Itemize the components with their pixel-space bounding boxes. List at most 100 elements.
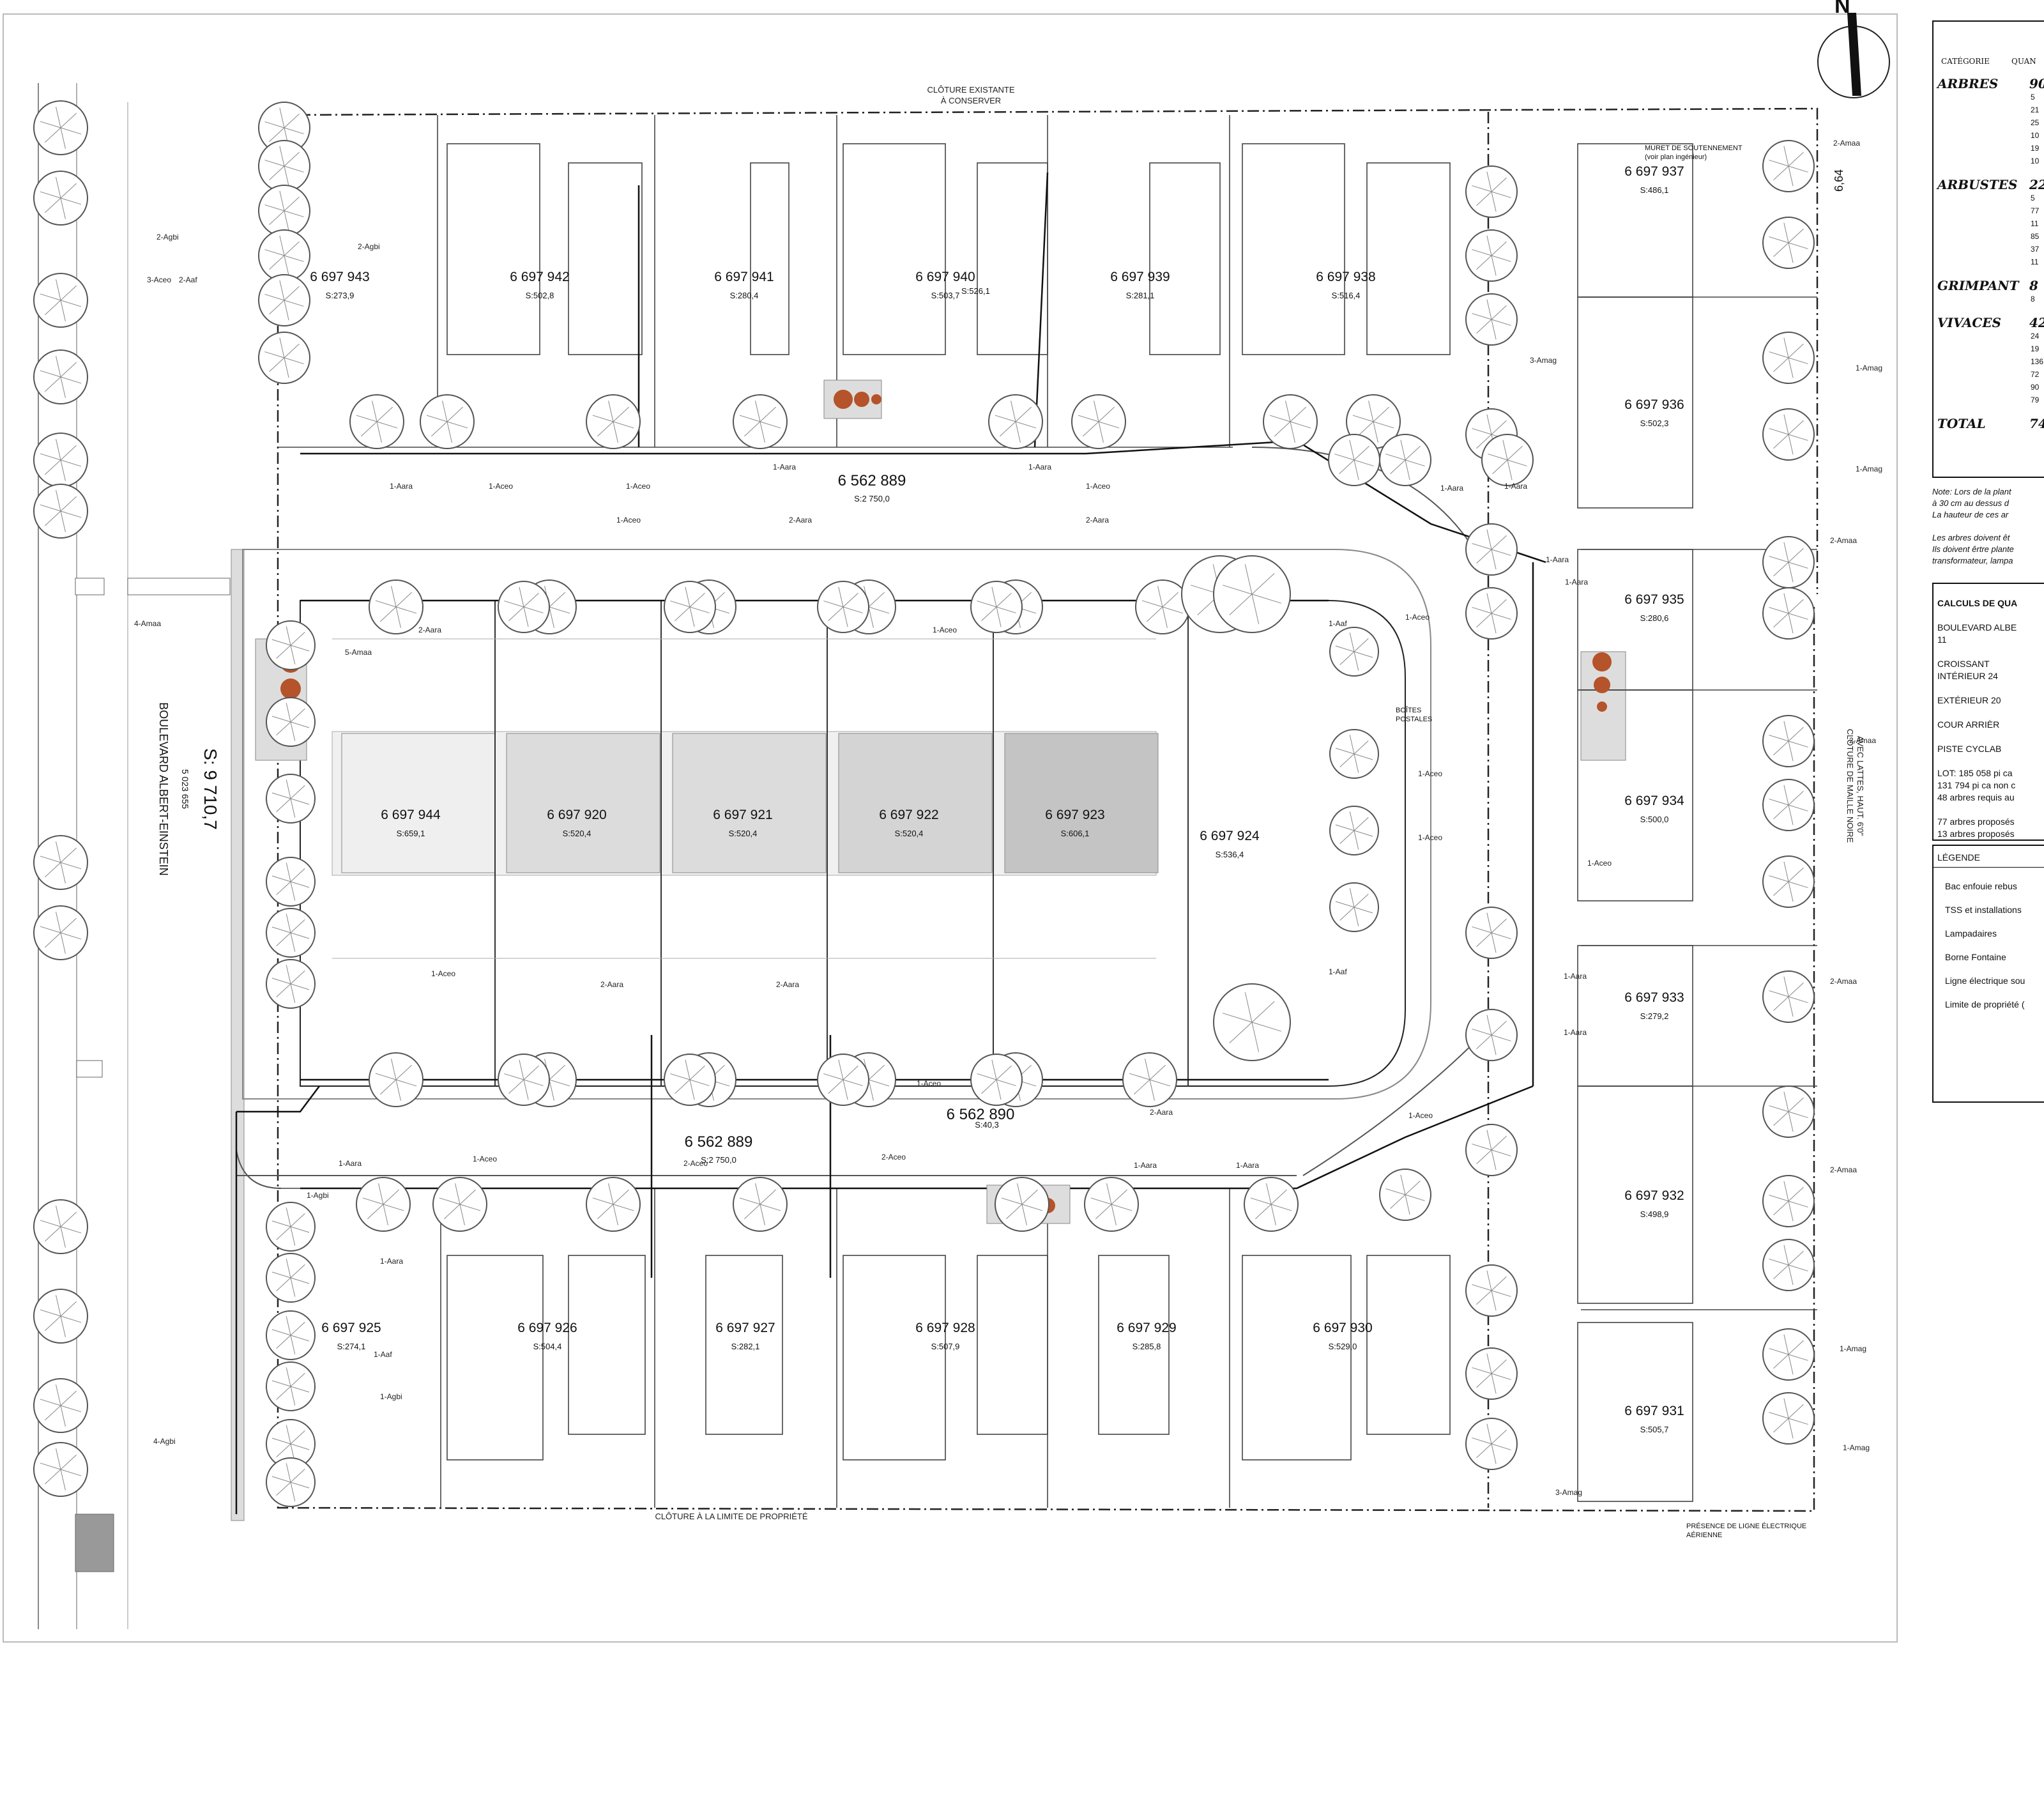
category-quantity: 72	[2031, 370, 2040, 379]
category-quantity: 79	[2031, 395, 2040, 404]
bottom-lot-outlines	[278, 1188, 1451, 1508]
tree-symbol	[586, 394, 641, 449]
planting-label: 2-Aara	[1150, 1108, 1173, 1117]
tree-symbol	[1762, 1392, 1815, 1445]
planting-label: 2-Aceo	[683, 1159, 708, 1168]
tree-symbol	[1465, 1418, 1518, 1470]
boulevard-area-group: S: 9 710,7	[201, 748, 220, 830]
tree-symbol	[586, 1177, 641, 1232]
legend-item: Limite de propriété (	[1945, 999, 2025, 1009]
tree-symbol	[1329, 806, 1379, 855]
planting-label: 3-Amag	[1555, 1488, 1582, 1497]
planting-label: 1-Aaf	[1329, 619, 1347, 628]
lot-area: S:505,7	[1640, 1425, 1669, 1434]
planting-label: 1-Aara	[390, 482, 413, 491]
tree-symbol	[356, 1177, 411, 1232]
tree-symbol	[1465, 165, 1518, 218]
lot-number: 6 697 943	[310, 270, 369, 284]
planting-note-line: La hauteur de ces ar	[1932, 510, 2009, 519]
tree-symbol	[733, 1177, 788, 1232]
tree-symbol	[664, 1054, 716, 1106]
lot-number: 6 697 928	[915, 1321, 975, 1335]
calc-row: LOT: 185 058 pi ca	[1937, 768, 2013, 778]
planting-note-line: transformateur, lampa	[1932, 556, 2013, 565]
category-quantity: 8	[2031, 295, 2035, 303]
tree-symbol	[1762, 587, 1815, 640]
tree-symbol	[1213, 555, 1291, 633]
planting-label: 1-Aara	[1546, 555, 1569, 564]
wall-note-1: MURET DE SOUTENNEMENT	[1645, 144, 1743, 152]
tree-symbol	[1762, 536, 1815, 588]
lot-number: 6 697 922	[879, 808, 938, 822]
powerline-note-2: AÉRIENNE	[1686, 1531, 1722, 1539]
lot-number: 6 697 944	[381, 808, 441, 822]
fence-note-right-2: AVEC LATTES, HAUT. 6'0"	[1856, 736, 1865, 836]
planting-label: 1-Agbi	[307, 1191, 329, 1200]
tree-symbol	[970, 1054, 1023, 1106]
planting-label: 2-Amaa	[1833, 139, 1860, 148]
tree-symbol	[1762, 1085, 1815, 1138]
trees	[33, 100, 1815, 1507]
tree-symbol	[432, 1177, 487, 1232]
category-quantity: 90	[2031, 383, 2040, 392]
road-labels: 6 562 889 S:2 750,0 6 562 889 S:2 750,0 …	[685, 169, 1845, 1165]
planting-label: 1-Amag	[1856, 364, 1882, 372]
lot-number: 6 697 924	[1200, 829, 1260, 843]
tree-symbol	[1465, 1264, 1518, 1317]
fence-note-right-1: CLÔTURE DE MAILLE NOIRE	[1845, 729, 1855, 843]
road-area: S:40,3	[975, 1120, 999, 1130]
category-quantity: 11	[2031, 257, 2039, 266]
extra-area-label: S:526,1	[961, 286, 990, 296]
category-name: GRIMPANT	[1937, 278, 2019, 293]
boulevard-lot: 5 023 655	[180, 769, 190, 809]
planting-label: 1-Aara	[1504, 482, 1527, 491]
lot-area: S:498,9	[1640, 1209, 1669, 1219]
tree-symbol	[1465, 1009, 1518, 1061]
tree-symbol	[33, 835, 88, 890]
planting-note-line: à 30 cm au dessus d	[1932, 498, 2009, 508]
category-quantity: 85	[2031, 232, 2040, 241]
planting-label: 1-Aara	[339, 1159, 362, 1168]
calc-row: CROISSANT	[1937, 659, 1990, 669]
planting-label: 1-Aara	[1565, 578, 1588, 586]
planting-label: 2-Amaa	[1849, 736, 1876, 745]
planting-label: 1-Aceo	[431, 969, 455, 978]
lot-number: 6 697 941	[714, 270, 774, 284]
lot-area: S:507,9	[931, 1342, 960, 1351]
tree-symbol	[1379, 434, 1431, 486]
tree-symbol	[1481, 434, 1534, 486]
planting-label: 5-Amaa	[345, 648, 372, 657]
tree-symbol	[420, 394, 475, 449]
tree-symbol	[1071, 394, 1126, 449]
lot-number: 6 697 935	[1624, 592, 1684, 607]
lot-area: S:659,1	[397, 829, 425, 838]
planting-label: 2-Aara	[1086, 516, 1109, 525]
planting-label: 1-Aara	[380, 1257, 403, 1266]
table-header-quantity: QUAN	[2011, 57, 2036, 66]
tree-symbol	[1329, 882, 1379, 932]
fence-notes: CLÔTURE EXISTANTE À CONSERVER CLÔTURE À …	[655, 85, 1865, 1539]
planting-label: 1-Aara	[1564, 1028, 1587, 1037]
tree-symbol	[33, 100, 88, 155]
lot-number: 6 697 942	[510, 270, 569, 284]
lot-number: 6 697 934	[1624, 793, 1684, 808]
tree-symbol	[1465, 1124, 1518, 1176]
tree-symbol	[970, 581, 1023, 633]
planting-label: 1-Aceo	[489, 482, 513, 491]
planting-label: 2-Aara	[789, 516, 812, 525]
lot-area: S:273,9	[326, 291, 355, 300]
fence-note-top-1: CLÔTURE EXISTANTE	[927, 85, 1014, 95]
tree-symbol	[266, 959, 316, 1009]
lot-area: S:285,8	[1133, 1342, 1161, 1351]
lot-number: 6 697 926	[517, 1321, 577, 1335]
fence-note-bottom: CLÔTURE À LA LIMITE DE PROPRIÉTÉ	[655, 1512, 807, 1521]
calc-row: 11	[1937, 634, 1947, 645]
planting-label: 1-Aceo	[616, 516, 641, 525]
planting-label: 1-Aara	[1440, 484, 1463, 493]
boulevard-label: BOULEVARD ALBERT-EINSTEIN	[157, 702, 170, 875]
tree-symbol	[1328, 434, 1380, 486]
planting-label: 2-Amaa	[1830, 1165, 1857, 1174]
lot-area: S:520,4	[895, 829, 924, 838]
calc-row: 77 arbres proposés	[1937, 816, 2015, 827]
